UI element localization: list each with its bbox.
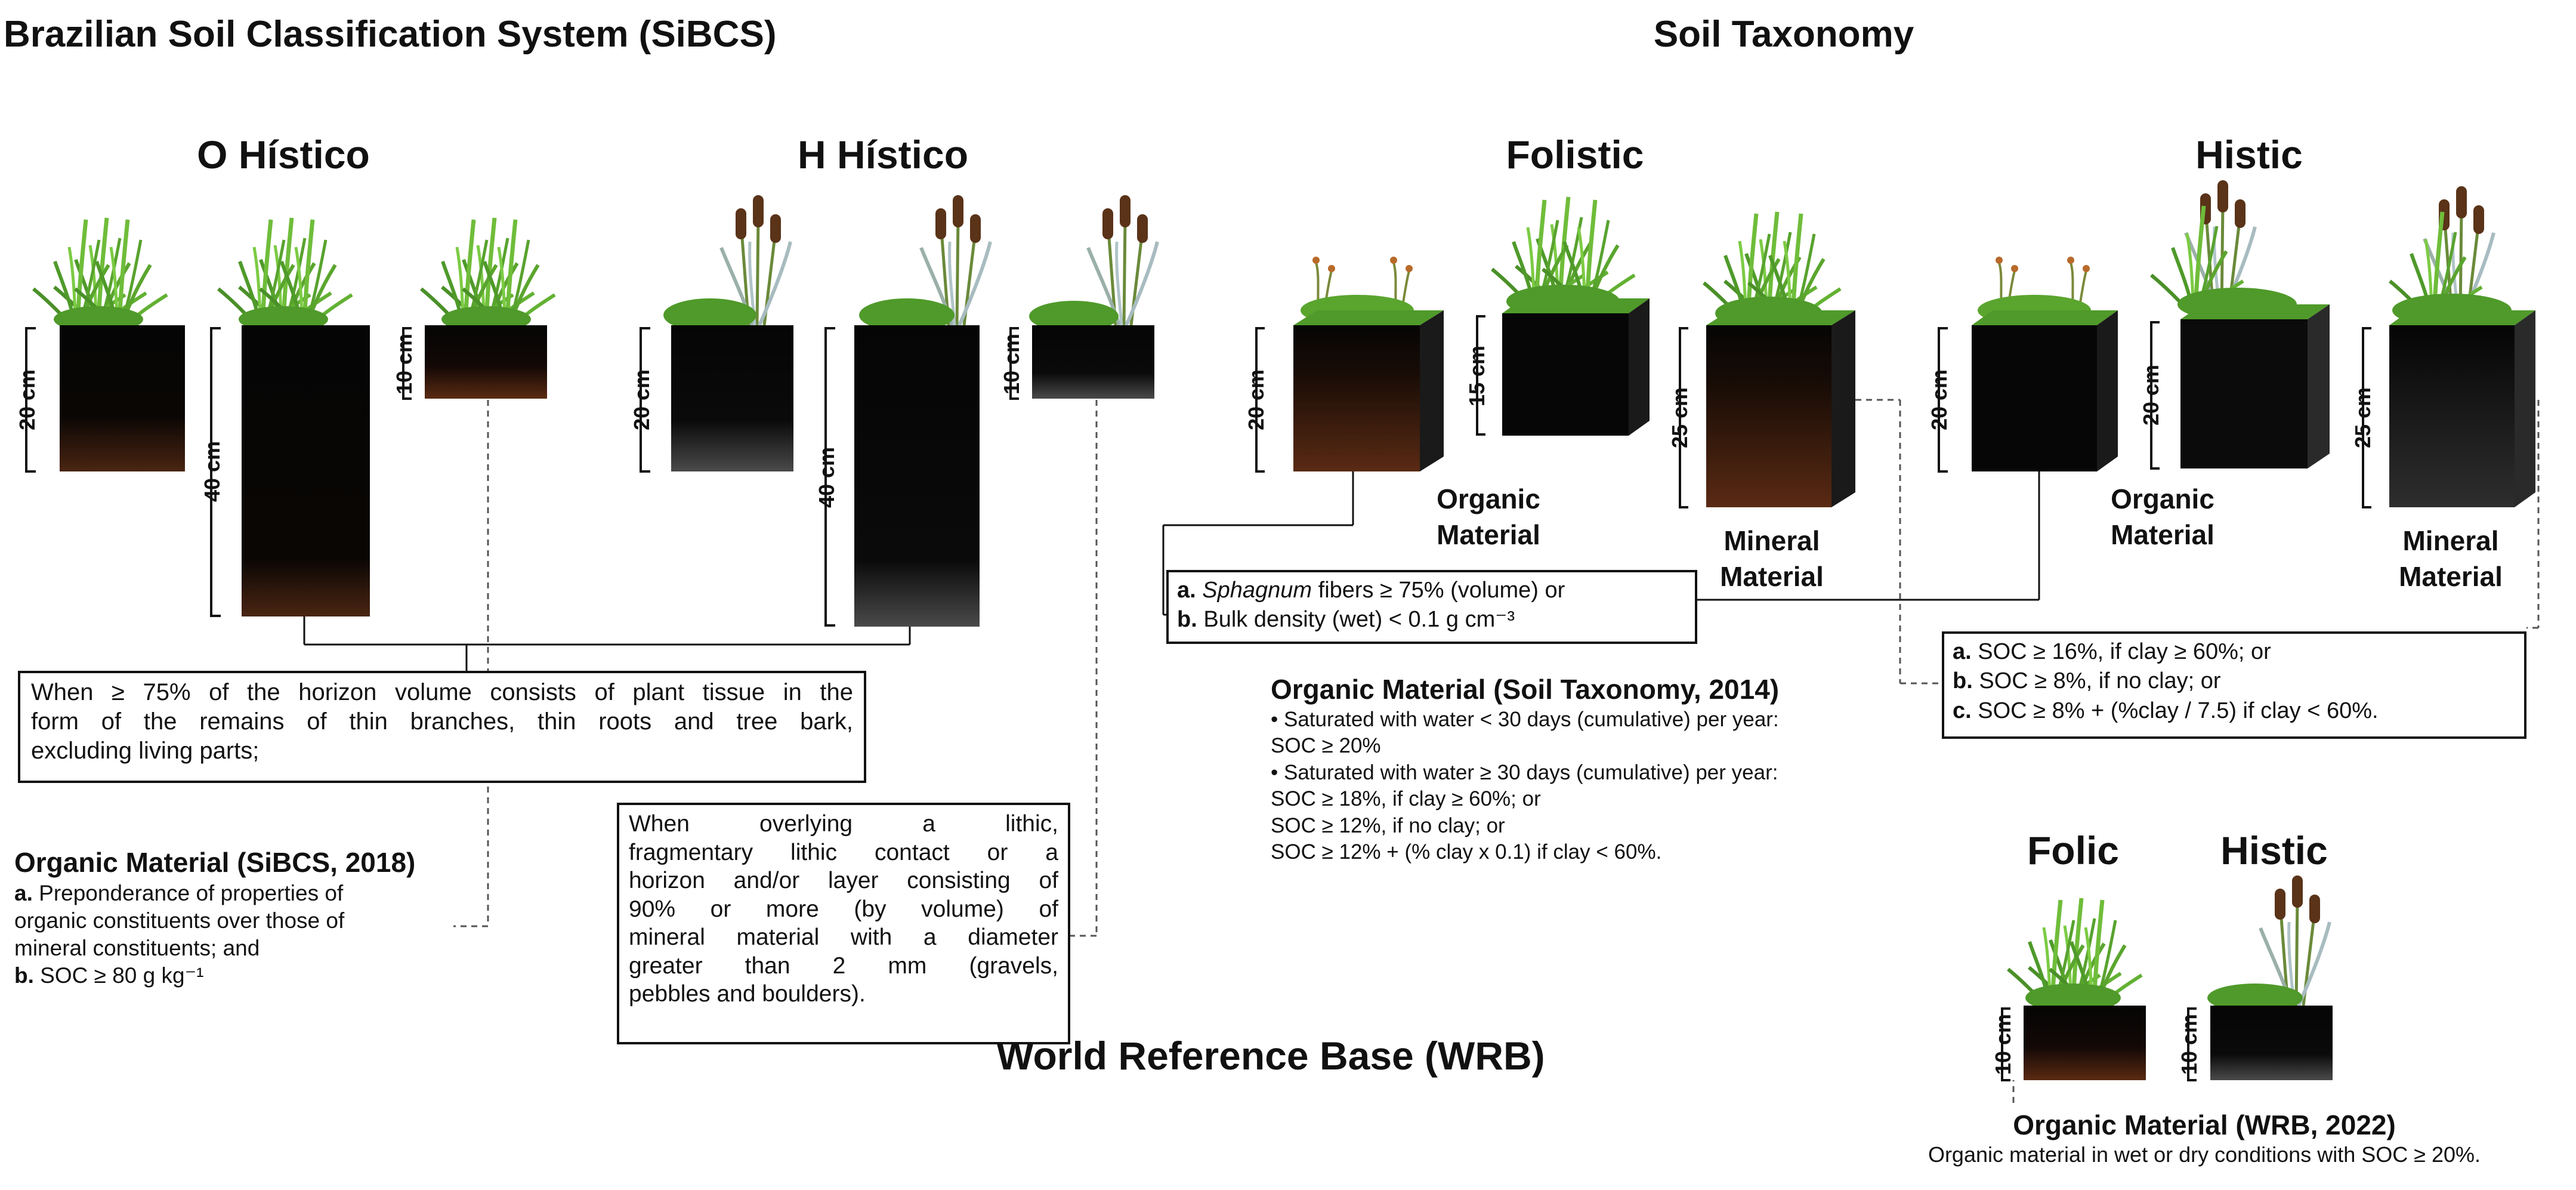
wrb-organic-material-section: Organic Material (WRB, 2022) Organic mat… <box>1837 1109 2571 1167</box>
sibcs-box-line-3: excluding living parts; <box>31 737 260 764</box>
sibcs-organic-material-section: Organic Material (SiBCS, 2018) a. Prepon… <box>14 846 456 989</box>
folistic-title: Folistic <box>1506 132 1644 177</box>
depth-label-15cm: 15 cm <box>1465 346 1489 406</box>
wrb-folic-block: 10 cm <box>1991 898 2146 1081</box>
soc-criteria-box: a. SOC ≥ 16%, if clay ≥ 60%; or b. SOC ≥… <box>1942 631 2526 739</box>
soc-a-label: a. <box>1953 639 1972 664</box>
depth-label-20cm: 20 cm <box>629 369 654 430</box>
lithic-box-line-6: greater than 2 mm (gravels, <box>629 952 1058 979</box>
soil-taxonomy-heading: Soil Taxonomy <box>1654 14 1914 55</box>
h-histico-title: H Hístico <box>798 132 968 177</box>
folistic-15cm-block: 15 cm <box>1465 197 1650 436</box>
depth-label-20cm: 20 cm <box>2139 365 2163 426</box>
lithic-box-line-5: mineral material with a diameter <box>629 924 1058 951</box>
o-histico-10cm-block: 10 cm <box>392 218 555 400</box>
organic-label-histic-2: Material <box>2111 519 2214 550</box>
st-line-5: SOC ≥ 12%, if no clay; or <box>1271 813 1505 837</box>
sibcs-item-a-label: a. <box>14 881 33 905</box>
sibcs-box-line-2: form of the remains of thin branches, th… <box>31 708 853 735</box>
lithic-box-line-3: horizon and/or layer consisting of <box>629 868 1058 894</box>
wrb-histic-block: 10 cm <box>2177 875 2333 1081</box>
depth-label-10cm: 10 cm <box>2177 1014 2201 1075</box>
soc-c-text: SOC ≥ 8% + (%clay / 7.5) if clay < 60%. <box>1978 698 2379 723</box>
soc-c-label: c. <box>1953 698 1972 723</box>
h-histico-10cm-block: 10 cm <box>999 195 1157 400</box>
st-organic-material-section: Organic Material (Soil Taxonomy, 2014) •… <box>1271 673 1939 866</box>
o-histico-40cm-block: 40 cm <box>200 218 370 617</box>
wrb-organic-material-text: Organic material in wet or dry condition… <box>1928 1142 2481 1167</box>
soc-a-text: SOC ≥ 16%, if clay ≥ 60%; or <box>1978 639 2271 664</box>
sibcs-organic-material-title: Organic Material (SiBCS, 2018) <box>14 847 416 878</box>
histic-20cm-b-block: 20 cm <box>2139 180 2330 470</box>
organic-label-folistic-1: Organic <box>1437 483 1540 514</box>
organic-label-folistic-2: Material <box>1437 519 1540 550</box>
folistic-20cm-block: 20 cm <box>1244 255 1444 473</box>
sibcs-heading: Brazilian Soil Classification System (Si… <box>4 14 776 55</box>
st-line-3: • Saturated with water ≥ 30 days (cumula… <box>1271 760 1778 784</box>
h-histico-40cm-block: 40 cm <box>814 195 990 627</box>
lithic-box-line-4: 90% or more (by volume) of <box>629 896 1058 922</box>
histic-25cm-mineral-block: 25 cm <box>2350 186 2535 508</box>
sibcs-item-b-label: b. <box>14 963 34 988</box>
sibcs-item-a-line-1: Preponderance of properties of <box>39 881 344 905</box>
depth-label-40cm: 40 cm <box>200 441 224 502</box>
st-line-4: SOC ≥ 18%, if clay ≥ 60%; or <box>1271 787 1541 811</box>
connector-lines <box>303 468 2040 671</box>
depth-label-40cm: 40 cm <box>814 447 839 508</box>
depth-label-20cm: 20 cm <box>1244 369 1268 430</box>
lithic-box-line-1: When overlying a lithic, <box>629 811 1058 837</box>
lithic-box-line-7: pebbles and boulders). <box>629 981 866 1007</box>
mineral-label-histic-1: Mineral <box>2402 525 2498 556</box>
depth-label-20cm: 20 cm <box>15 369 39 430</box>
lithic-box-line-2: fragmentary lithic contact or a <box>629 839 1058 865</box>
folistic-25cm-mineral-block: 25 cm <box>1667 212 1855 508</box>
st-line-6: SOC ≥ 12% + (% clay x 0.1) if clay < 60%… <box>1271 840 1662 864</box>
o-histico-20cm-block: 20 cm <box>15 218 185 473</box>
sibcs-item-b-text: SOC ≥ 80 g kg⁻¹ <box>40 963 204 988</box>
sibcs-item-a-line-2: organic constituents over those of <box>14 908 345 933</box>
sibcs-box-line-1: When ≥ 75% of the horizon volume consist… <box>31 679 853 705</box>
h-histico-20cm-block: 20 cm <box>629 195 793 473</box>
sphagnum-a-text: fibers ≥ 75% (volume) or <box>1312 578 1565 603</box>
soc-b-label: b. <box>1953 668 1973 694</box>
st-line-2: SOC ≥ 20% <box>1271 734 1381 758</box>
sphagnum-b-text: Bulk density (wet) < 0.1 g cm⁻³ <box>1203 607 1515 633</box>
depth-label-25cm: 25 cm <box>1667 387 1692 448</box>
organic-label-histic-1: Organic <box>2111 483 2214 514</box>
mineral-label-folistic-2: Material <box>1720 561 1824 592</box>
sibcs-plant-tissue-box: When ≥ 75% of the horizon volume consist… <box>18 671 866 783</box>
depth-label-25cm: 25 cm <box>2350 387 2375 448</box>
mineral-label-histic-2: Material <box>2399 561 2503 592</box>
soc-b-text: SOC ≥ 8%, if no clay; or <box>1979 668 2221 694</box>
sphagnum-a-label: a. <box>1177 578 1196 603</box>
histic-title: Histic <box>2195 132 2303 177</box>
depth-label-10cm: 10 cm <box>999 334 1024 394</box>
sibcs-item-a-line-3: mineral constituents; and <box>14 935 260 960</box>
folic-wrb-title: Folic <box>2027 828 2119 873</box>
lithic-contact-box: When overlying a lithic, fragmentary lit… <box>617 803 1070 1044</box>
sphagnum-a-italic: Sphagnum <box>1202 578 1312 603</box>
o-histico-title: O Hístico <box>197 132 370 177</box>
wrb-heading: World Reference Base (WRB) <box>996 1034 1545 1078</box>
depth-label-10cm: 10 cm <box>1991 1014 2015 1075</box>
histic-wrb-title: Histic <box>2220 828 2328 873</box>
wrb-organic-material-title: Organic Material (WRB, 2022) <box>2013 1109 2396 1140</box>
histic-20cm-block: 20 cm <box>1927 255 2118 473</box>
depth-label-10cm: 10 cm <box>392 334 416 394</box>
mineral-label-folistic-1: Mineral <box>1723 525 1820 556</box>
dashed-connectors <box>453 399 2540 1103</box>
sphagnum-b-label: b. <box>1177 607 1197 633</box>
st-line-1: • Saturated with water < 30 days (cumula… <box>1271 708 1779 731</box>
sphagnum-criteria-box: a. Sphagnum fibers ≥ 75% (volume) or b. … <box>1166 570 1697 644</box>
depth-label-20cm: 20 cm <box>1927 369 1951 430</box>
st-organic-material-title: Organic Material (Soil Taxonomy, 2014) <box>1271 674 1780 705</box>
